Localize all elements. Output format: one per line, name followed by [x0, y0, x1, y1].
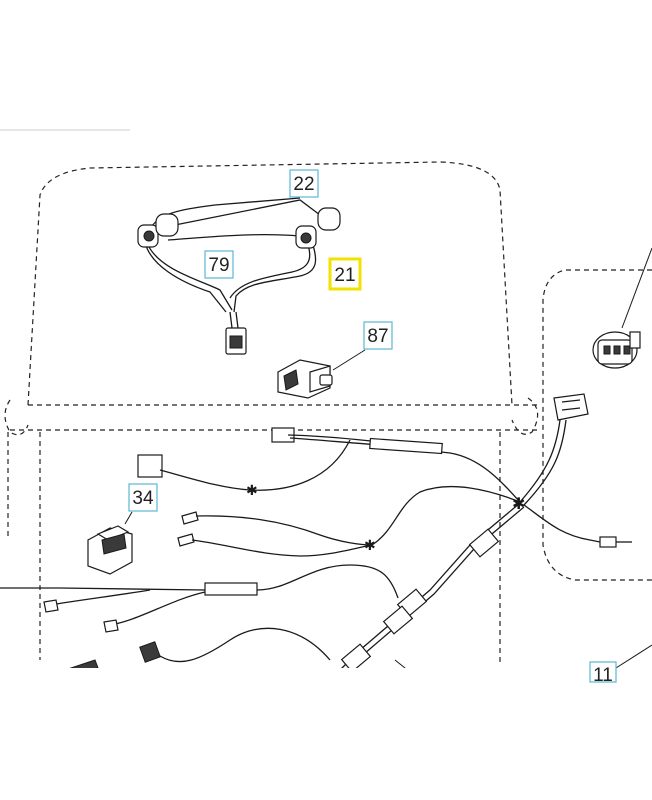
callout-79-label: 79 — [208, 255, 229, 276]
seat-switch — [277, 349, 366, 399]
harness-connector — [225, 311, 247, 355]
ignition-switch — [592, 247, 652, 369]
callout-21-label: 21 — [334, 265, 355, 286]
plug-connector-right — [519, 393, 589, 506]
callout-87-label: 87 — [367, 326, 388, 347]
callout-11[interactable]: 11 — [589, 661, 617, 686]
svg-text:✱: ✱ — [246, 482, 258, 498]
blank-area-right — [588, 684, 652, 800]
callout-34-label: 34 — [132, 488, 154, 509]
bulb-socket-left — [137, 213, 179, 248]
callout-22-label: 22 — [293, 174, 314, 195]
rocker-switch — [87, 511, 133, 575]
leader-11 — [615, 644, 652, 669]
blank-area — [0, 668, 588, 800]
chassis-outline — [4, 161, 652, 665]
callout-11-label: 11 — [593, 665, 613, 686]
bulb-socket-right — [295, 207, 341, 249]
callout-79[interactable]: 79 — [204, 250, 234, 279]
svg-text:✱: ✱ — [364, 537, 376, 553]
callout-22[interactable]: 22 — [289, 169, 319, 198]
headlight-harness — [137, 197, 341, 355]
callout-34[interactable]: 34 — [128, 483, 158, 512]
callout-87[interactable]: 87 — [363, 321, 393, 350]
callout-21[interactable]: 21 — [328, 257, 362, 291]
main-harness: ✱ ✱ ✱ — [0, 427, 632, 681]
